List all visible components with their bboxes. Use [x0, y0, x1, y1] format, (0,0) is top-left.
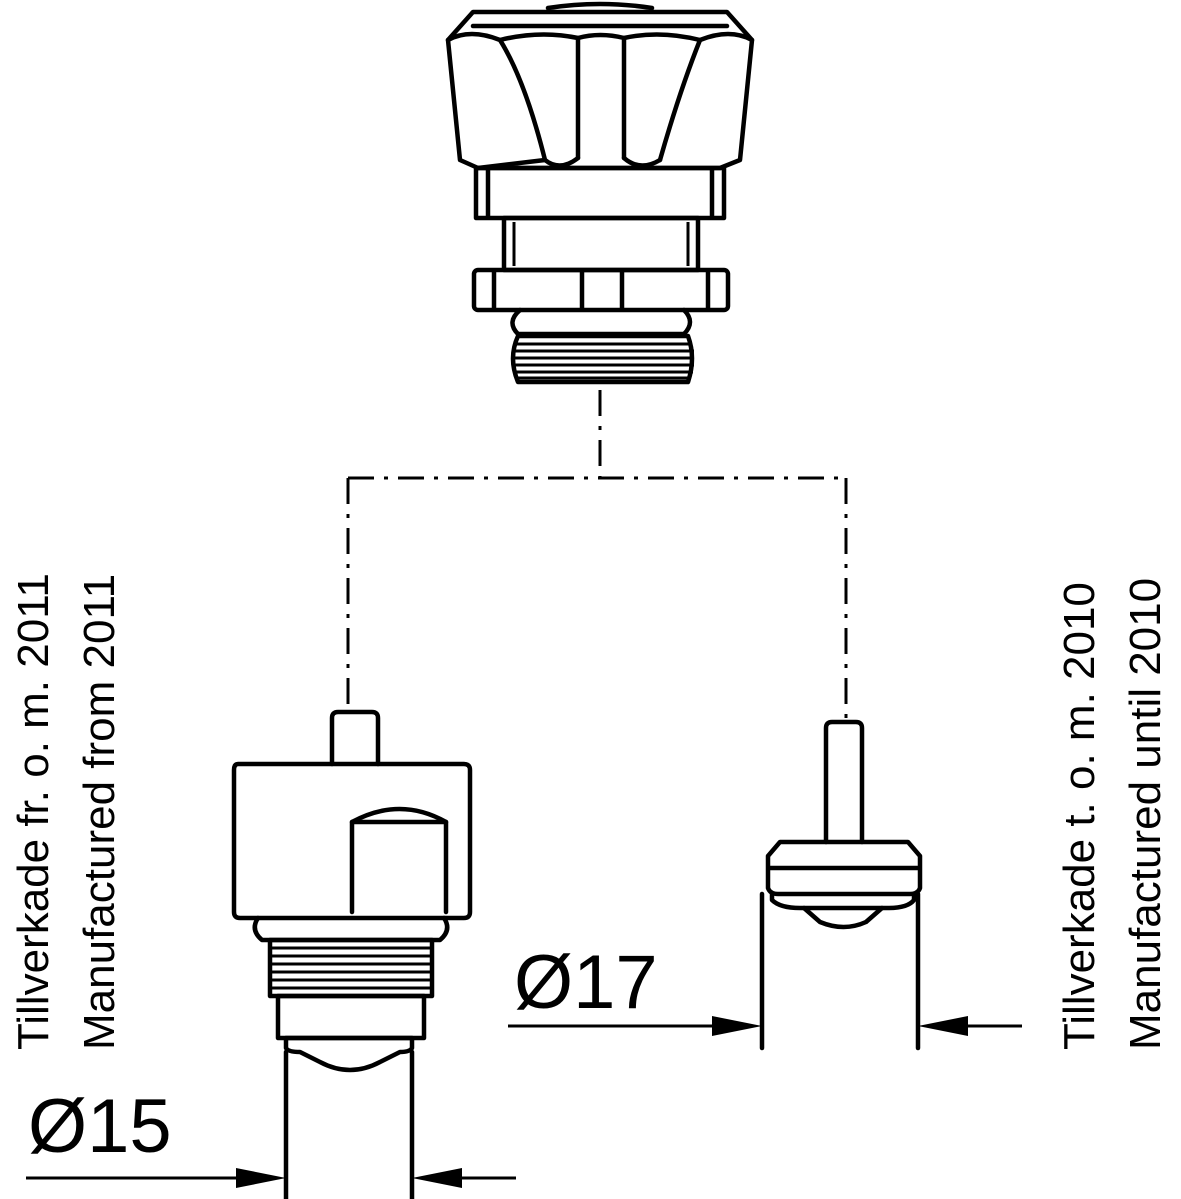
valve-neck: [501, 215, 701, 273]
left-note-line-1: Tillverkade fr. o. m. 2011: [9, 573, 58, 1050]
left-insert-thread: [267, 937, 435, 999]
diameter-17-label: Ø17: [514, 940, 658, 1025]
right-note-line-1: Tillverkade t. o. m. 2010: [1055, 582, 1104, 1050]
center-lines: [346, 390, 848, 718]
right-manufacture-note: Tillverkade t. o. m. 2010 Manufactured u…: [1055, 578, 1170, 1050]
left-note-line-2: Manufactured from 2011: [75, 574, 124, 1050]
insert-until-2010: [765, 719, 923, 930]
insert-from-2011: [231, 709, 473, 1073]
valve-top-assembly: [445, 1, 755, 385]
diameter-15-label: Ø15: [28, 1084, 172, 1169]
dimension-diameter-17: Ø17: [508, 891, 1022, 1051]
dimension-diameter-15: Ø15: [26, 1049, 516, 1199]
valve-hex-nut: [471, 267, 731, 313]
left-manufacture-note: Tillverkade fr. o. m. 2011 Manufactured …: [9, 573, 124, 1050]
valve-thread: [510, 333, 695, 385]
valve-collar: [473, 165, 727, 221]
right-note-line-2: Manufactured until 2010: [1121, 578, 1170, 1050]
